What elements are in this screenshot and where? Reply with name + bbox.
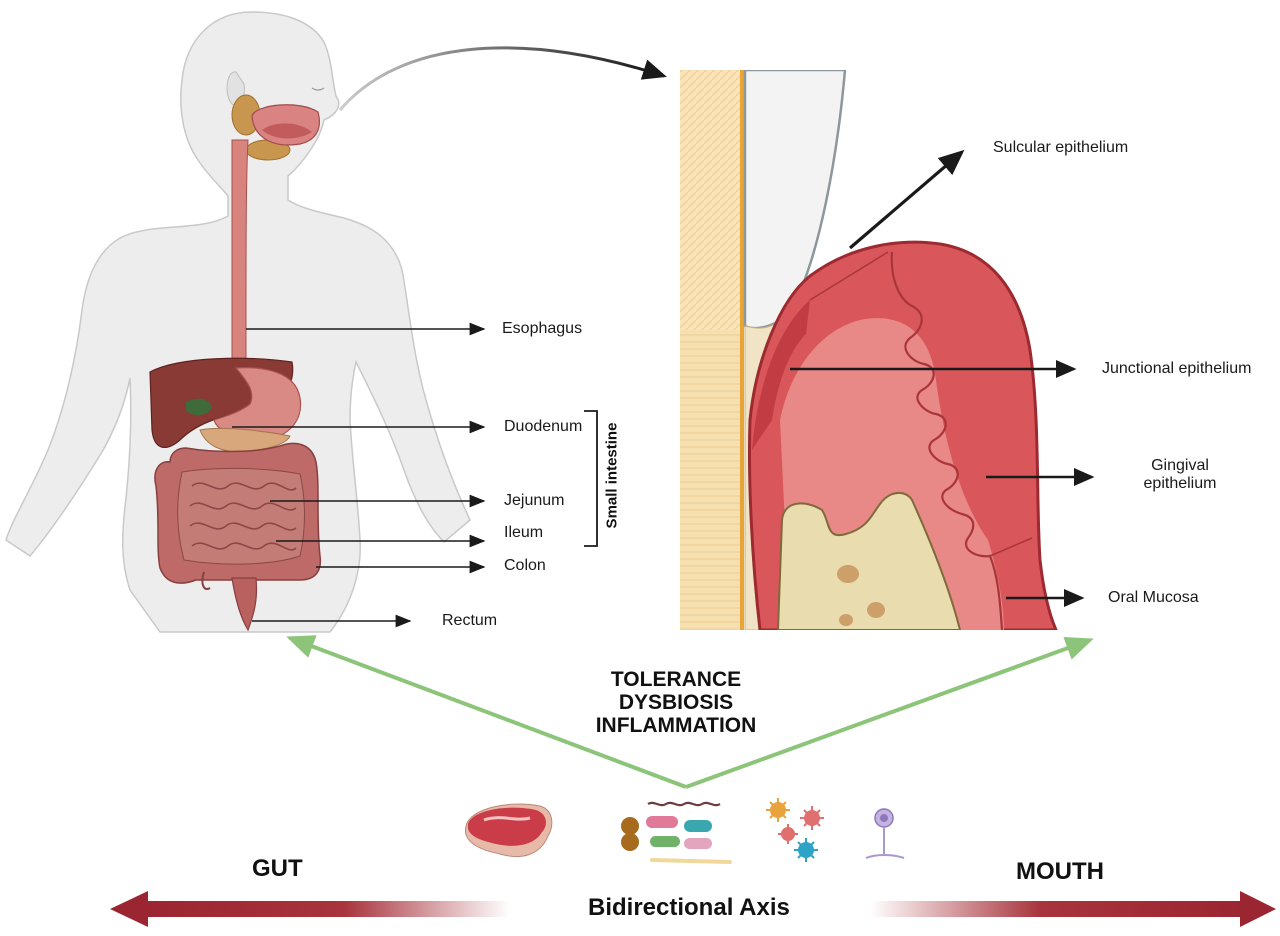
label-ileum: Ileum (504, 524, 544, 541)
intestine-coils (189, 482, 297, 551)
gallbladder (186, 398, 212, 416)
center-terms: TOLERANCE DYSBIOSIS INFLAMMATION (556, 668, 796, 737)
esophagus-tube (231, 139, 249, 371)
alveolar-bone (776, 492, 962, 630)
label-esophagus: Esophagus (502, 320, 583, 337)
label-gingival-line1: Gingival (1151, 457, 1209, 474)
bone-pore (837, 565, 859, 583)
label-small-intestine: Small intestine (603, 422, 621, 529)
tongue (262, 123, 312, 139)
label-rectum: Rectum (442, 612, 498, 629)
label-gingival-epithelium: Gingival epithelium (1140, 457, 1220, 493)
bacteria-icon (621, 801, 732, 864)
pancreas (199, 427, 291, 453)
label-duodenum: Duodenum (504, 418, 583, 435)
label-sulcular-epithelium: Sulcular epithelium (993, 139, 1129, 156)
tooth-pointer-lines (790, 149, 1095, 608)
axis-gut-label: GUT (252, 855, 303, 882)
term-dysbiosis: DYSBIOSIS (618, 691, 734, 714)
label-colon: Colon (504, 557, 546, 574)
gut-pointer-lines (232, 322, 486, 628)
axis-title: Bidirectional Axis (588, 894, 790, 921)
meat-icon (464, 803, 553, 858)
label-junctional-epithelium: Junctional epithelium (1102, 360, 1252, 377)
gut-axis-arrow (110, 891, 510, 927)
dentin (680, 330, 740, 630)
rectum (231, 577, 258, 632)
appendix (201, 571, 211, 590)
mouth-to-tooth-arrow (338, 46, 667, 111)
term-tolerance: TOLERANCE (610, 668, 742, 691)
tooth-gum-section (680, 70, 1110, 630)
bone-pore (867, 602, 885, 618)
eye (311, 87, 325, 91)
small-intestine (177, 467, 305, 565)
term-inflammation: INFLAMMATION (595, 714, 757, 737)
label-gingival-line2: epithelium (1143, 475, 1217, 492)
label-jejunum: Jejunum (504, 492, 565, 509)
green-arrows (286, 635, 1094, 789)
virus-icon (766, 798, 824, 862)
fungus-icon (865, 808, 905, 859)
axis-mouth-label: MOUTH (1016, 858, 1104, 885)
human-body-illustration (5, 11, 471, 633)
small-intestine-bracket (584, 410, 598, 547)
epithelial-rete-ridges (890, 251, 1004, 630)
bone-pore (839, 614, 853, 626)
junctional-epithelium (752, 300, 810, 450)
label-oral-mucosa: Oral Mucosa (1108, 589, 1199, 606)
mouth-axis-arrow (870, 891, 1276, 927)
